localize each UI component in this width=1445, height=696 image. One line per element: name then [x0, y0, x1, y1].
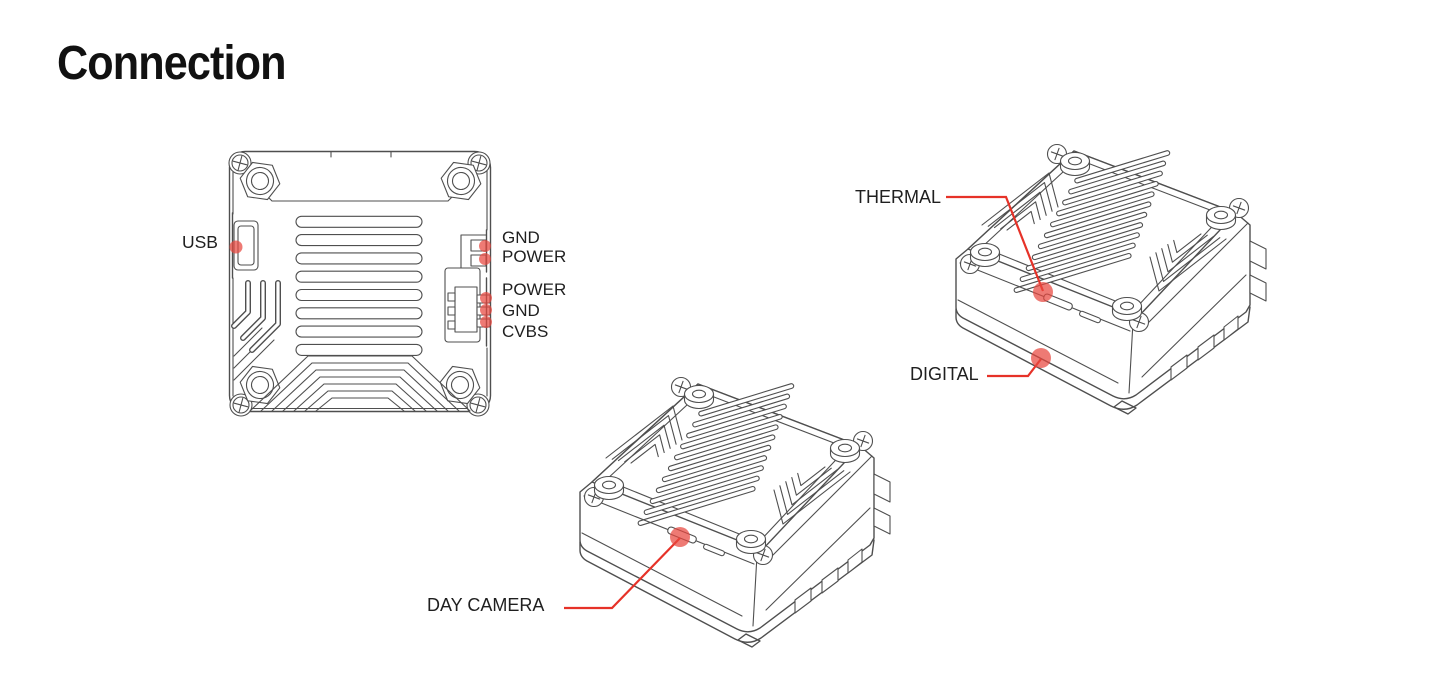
- annotation-overlay: [229, 195, 1053, 610]
- heatsink-fins: [295, 215, 423, 356]
- leader-line-thermal: [946, 195, 1045, 292]
- label-thermal: THERMAL: [855, 187, 942, 207]
- label-day-camera: DAY CAMERA: [427, 595, 545, 615]
- marker-dot-power-pad: [479, 253, 491, 265]
- marker-dot-thermal: [1033, 282, 1053, 302]
- marker-dot-digital: [1031, 348, 1051, 368]
- hex-standoff-icon: [239, 161, 281, 201]
- hex-standoff-icon: [239, 365, 281, 405]
- hex-standoff-icon: [440, 161, 482, 201]
- hex-standoff-icon: [439, 365, 481, 405]
- label-power-pin: POWER: [502, 280, 567, 299]
- vent-slots: [231, 280, 281, 353]
- marker-dot-cvbs-pin: [480, 316, 492, 328]
- label-usb: USB: [182, 232, 218, 252]
- bottom-chevrons: [249, 355, 471, 412]
- label-gnd-pin: GND: [502, 301, 540, 320]
- label-gnd-pad: GND: [502, 228, 540, 247]
- iso-device-thermal: [956, 145, 1266, 415]
- iso-device-day-camera: [580, 378, 890, 648]
- marker-dot-usb: [229, 240, 243, 254]
- phillips-screw-icon: [466, 393, 490, 417]
- phillips-screw-icon: [229, 393, 253, 417]
- label-digital: DIGITAL: [910, 364, 979, 384]
- top-view-illustration: [228, 150, 492, 417]
- label-cvbs: CVBS: [502, 322, 549, 341]
- inner-edges: [232, 167, 488, 410]
- leader-line-day-camera: [564, 537, 681, 610]
- marker-dot-gnd-pin: [480, 304, 492, 316]
- page-title: Connection: [57, 37, 286, 90]
- marker-dot-gnd-pad: [479, 240, 491, 252]
- marker-dot-day-camera: [670, 527, 690, 547]
- marker-dot-power-pin: [480, 292, 492, 304]
- phillips-screw-icon: [228, 151, 252, 175]
- label-power-pad: POWER: [502, 247, 567, 266]
